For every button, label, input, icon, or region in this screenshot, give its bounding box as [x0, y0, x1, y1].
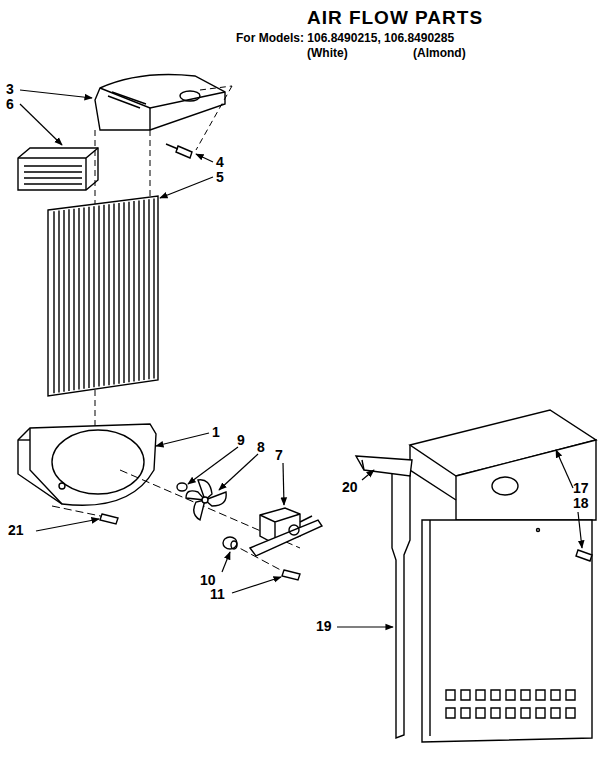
- diagram-title: AIR FLOW PARTS: [307, 8, 483, 27]
- callout-number: 5: [216, 170, 224, 184]
- color-note: (White): [307, 47, 348, 59]
- duct-cap: [149, 108, 150, 130]
- leader-line: [20, 90, 582, 627]
- fan-housing: [59, 483, 65, 489]
- assembly-line: [196, 86, 232, 150]
- evaporator-panel: [54, 199, 154, 394]
- callout-number: 11: [210, 587, 225, 601]
- screw: [100, 514, 118, 524]
- air-duct-cover: [537, 529, 540, 532]
- duct-cap: [100, 88, 225, 108]
- leader-line: [283, 463, 284, 505]
- callout-number: 18: [573, 496, 589, 510]
- screw: [166, 144, 178, 149]
- grommet: [223, 537, 237, 549]
- nut: [177, 483, 187, 491]
- duct-cap: [95, 75, 225, 131]
- screw: [282, 570, 300, 580]
- fan-blade: [186, 480, 226, 520]
- callout-number: 7: [275, 448, 283, 462]
- grommet: [223, 537, 237, 549]
- duct-cap: [108, 92, 146, 108]
- callout-number: 20: [342, 480, 358, 494]
- leader-line: [232, 577, 281, 593]
- air-duct-cover: [410, 445, 456, 500]
- vent-grille: [18, 148, 98, 190]
- screw: [576, 550, 592, 561]
- evaporator-panel: [48, 196, 158, 396]
- leader-line: [20, 104, 62, 145]
- callout-number: 1: [212, 425, 220, 439]
- fan-motor: [289, 525, 299, 535]
- fan-blade: [202, 497, 208, 503]
- callout-number: 8: [257, 440, 265, 454]
- assembly-line: [52, 470, 300, 575]
- vent-grille: [18, 148, 98, 190]
- fan-housing: [52, 430, 144, 494]
- grommet: [231, 541, 237, 549]
- model-numbers: For Models: 106.8490215, 106.8490285: [236, 32, 454, 44]
- assembly-line: [120, 470, 300, 548]
- leader-line: [219, 454, 258, 490]
- duct-cap: [95, 75, 225, 131]
- duct-cap: [180, 91, 200, 101]
- vent-grille: [18, 148, 98, 190]
- parts-illustration: [18, 75, 596, 743]
- fan-housing: [18, 424, 156, 505]
- leader-line: [156, 433, 209, 446]
- seal-strip: [356, 456, 412, 476]
- leader-line: [556, 450, 573, 488]
- air-duct-cover: [422, 520, 592, 742]
- vent-grille: [24, 166, 82, 184]
- seal-strip: [362, 460, 364, 470]
- callout-number: 3: [6, 82, 14, 96]
- leader-line: [337, 626, 393, 627]
- leader-line: [188, 447, 238, 484]
- fan-housing: [18, 424, 156, 505]
- fan-motor: [250, 520, 322, 556]
- trim-strip: [392, 468, 410, 738]
- fan-housing: [18, 439, 30, 440]
- fan-motor: [300, 516, 312, 522]
- callout-number: 10: [200, 573, 216, 587]
- callout-number: 4: [216, 155, 224, 169]
- screw: [176, 146, 192, 158]
- screw: [576, 550, 592, 561]
- fan-motor: [250, 508, 322, 556]
- screw: [282, 570, 300, 580]
- leader-line: [20, 90, 92, 98]
- assembly-line: [95, 390, 96, 428]
- air-duct-cover: [456, 440, 596, 520]
- leader-line: [362, 470, 374, 480]
- leader-line: [36, 519, 99, 531]
- leader-line: [160, 177, 213, 198]
- callout-number: 21: [8, 523, 24, 537]
- air-duct-cover: [410, 410, 596, 742]
- trim-strip: [392, 468, 410, 738]
- evaporator-panel: [48, 196, 158, 396]
- air-duct-cover: [446, 690, 575, 718]
- screw: [100, 514, 118, 524]
- screw: [166, 144, 192, 158]
- callout-number: 9: [237, 433, 245, 447]
- air-duct-cover: [429, 520, 430, 736]
- callout-number: 19: [316, 619, 332, 633]
- nut: [177, 483, 187, 491]
- leader-line: [222, 552, 230, 572]
- leader-line: [578, 512, 582, 548]
- assembly-line: [150, 130, 151, 198]
- fan-housing: [30, 428, 62, 504]
- callout-number: 6: [6, 97, 14, 111]
- leader-line: [196, 154, 213, 162]
- air-duct-cover: [492, 477, 518, 495]
- seal-strip: [356, 456, 412, 476]
- callout-number: 17: [573, 481, 589, 495]
- color-note: (Almond): [413, 47, 466, 59]
- assembly-line: [95, 130, 96, 205]
